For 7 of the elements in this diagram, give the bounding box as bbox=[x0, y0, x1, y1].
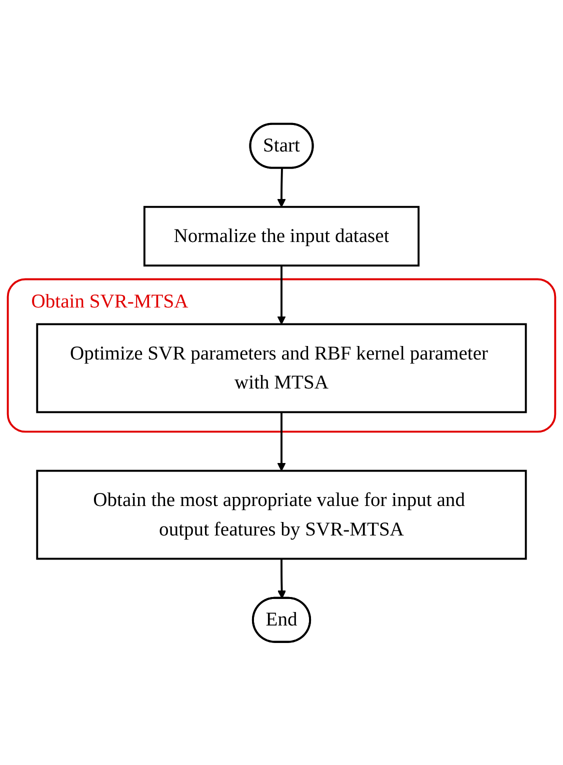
arrow bbox=[277, 412, 286, 471]
node-box: Obtain the most appropriate value for input and output features by SVR-MTSA bbox=[36, 469, 527, 560]
node-box: Normalize the input dataset bbox=[143, 206, 420, 266]
arrow bbox=[278, 558, 286, 598]
arrow bbox=[277, 168, 286, 207]
node-box: Optimize SVR parameters and RBF kernel parameter with MTSA bbox=[36, 322, 527, 413]
arrow bbox=[277, 265, 286, 324]
